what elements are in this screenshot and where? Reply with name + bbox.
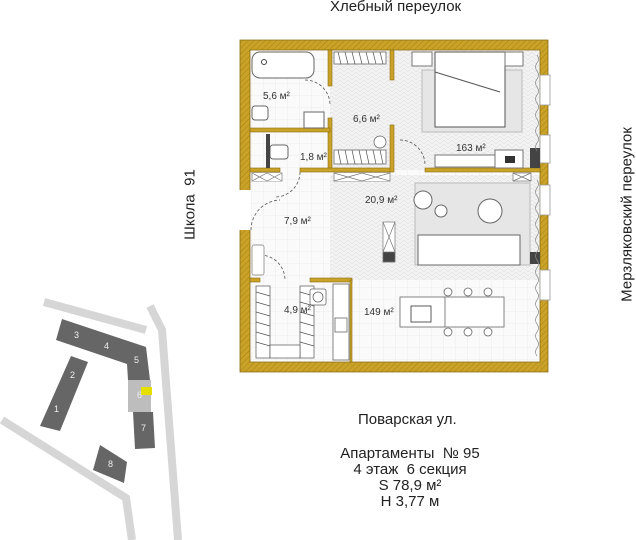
wc-partition [266, 134, 270, 168]
road-top [42, 298, 148, 334]
faucet-icon [261, 59, 267, 65]
outer-wall [239, 39, 549, 373]
room-area-wardrobe-top: 6,6 м² [353, 114, 381, 125]
built-in-cabinets [251, 172, 532, 276]
building-label: 1 [54, 404, 59, 414]
curtain-bottom [535, 179, 539, 357]
toilet [251, 105, 269, 121]
street-top-label: Хлебный переулок [330, 0, 462, 15]
building-label: 6 [137, 390, 142, 400]
entrance-door-gap [239, 190, 251, 230]
selected-section-marker [141, 387, 152, 395]
apartment-area: S 78,9 м² [378, 477, 442, 494]
room-area-wardrobe-bottom: 4,9 м² [284, 305, 312, 316]
desk-chair [505, 156, 515, 163]
bathtub [251, 51, 315, 79]
door-swings [250, 79, 426, 281]
room-area-bathroom: 5,6 м² [263, 91, 291, 102]
building-3-4-5 [56, 319, 150, 380]
road-bottom [0, 416, 136, 540]
building-label: 2 [70, 370, 75, 380]
building-label: 3 [74, 330, 79, 340]
room-area-living: 20,9 м² [365, 195, 398, 206]
building-8 [93, 445, 127, 483]
building-7 [133, 412, 155, 449]
windows [539, 74, 551, 301]
building-label: 7 [141, 423, 146, 433]
street-bottom-label: Поварская ул. [358, 411, 457, 428]
toilet-wc [269, 144, 289, 160]
apartment-floor-section: 4 этаж 6 секция [353, 461, 467, 478]
radiator [530, 148, 540, 168]
pouf [434, 204, 448, 218]
blanket-fold [434, 71, 501, 93]
apartment-title: Апартаменты № 95 [340, 445, 480, 462]
apartment-height: H 3,77 м [380, 493, 440, 510]
armchair [413, 190, 433, 210]
nightstand-left [411, 51, 433, 67]
room-area-wc: 1,8 м² [300, 152, 328, 163]
building-label: 4 [104, 341, 109, 351]
curtain-top [535, 54, 539, 152]
sofa [417, 234, 521, 266]
road-right [146, 304, 182, 540]
interior-walls [249, 49, 541, 363]
site-plan: 3 4 5 6 7 2 1 8 [0, 298, 182, 540]
room-area-bedroom: 163 м² [456, 143, 486, 154]
room-area-kitchen: 149 м² [364, 307, 394, 318]
building-label: 8 [108, 459, 113, 469]
building-1-2 [40, 356, 88, 431]
tv-stand [434, 154, 496, 168]
kitchen-units [309, 283, 505, 361]
radiator-2 [530, 252, 540, 264]
coffee-table [477, 198, 503, 224]
bed [434, 51, 506, 128]
sink [303, 111, 325, 129]
nightstand-right [504, 51, 524, 67]
room-area-hall: 7,9 м² [284, 216, 312, 227]
building-label: 5 [134, 355, 139, 365]
